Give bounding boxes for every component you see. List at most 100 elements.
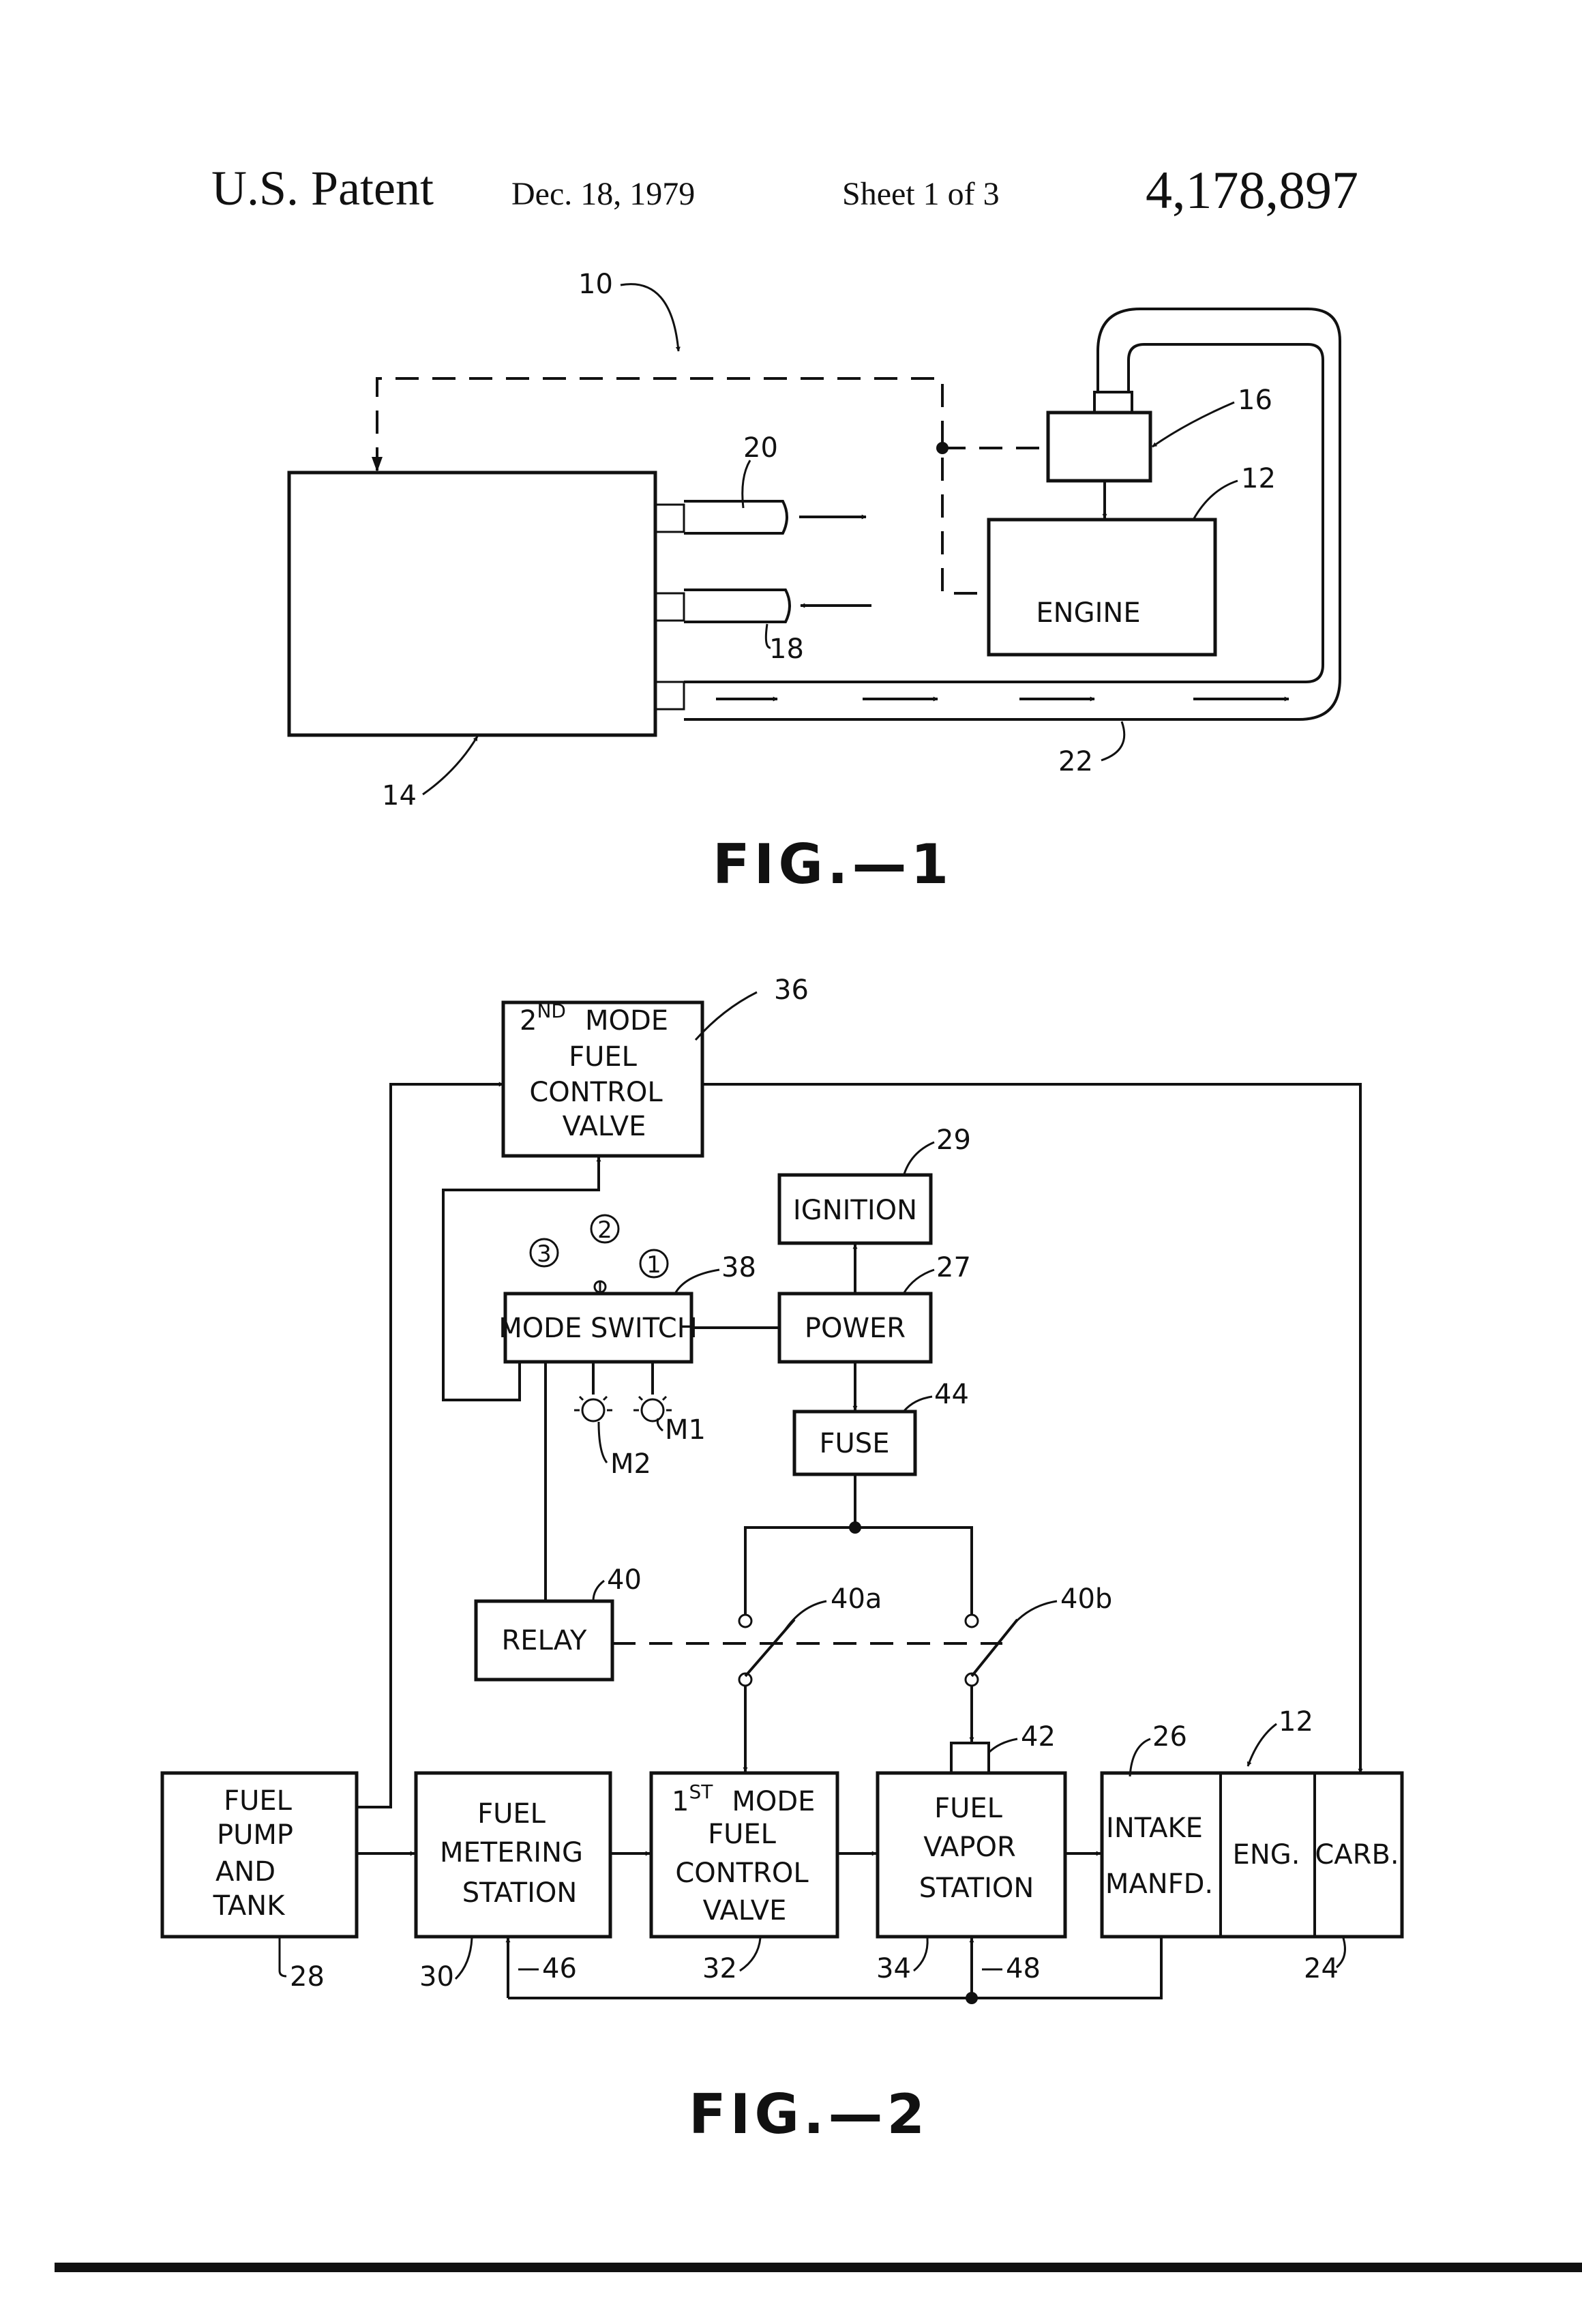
fig1-component-16 [1048,413,1150,481]
fig1-leader-22 [1101,721,1124,760]
fig1-stub-22 [655,682,684,709]
leader-44 [904,1397,932,1412]
vapor-line-2: VAPOR [923,1832,1016,1863]
lamp-m1 [642,1399,663,1421]
position-label-3: 3 [537,1240,552,1268]
ignition-label: IGNITION [793,1195,917,1226]
vapor-line-1: FUEL [934,1793,1003,1824]
patent-title: U.S. Patent [211,161,434,215]
leader-36 [696,992,757,1040]
fig1-pipe-20 [684,501,787,533]
ref-42: 42 [1021,1721,1056,1753]
fuel-pump-line-2: PUMP [217,1819,293,1851]
figure-1: ENGINE 10 20 18 16 12 22 14 FIG.—1 [289,269,1340,896]
position-label-1: 1 [646,1251,661,1279]
metering-line-2: METERING [440,1837,583,1868]
fig1-ref-18: 18 [769,634,804,665]
leader-40b [1008,1601,1057,1631]
line-second-valve-to-carb [702,1084,1360,1773]
ref-26: 26 [1152,1721,1187,1753]
ref-32: 32 [702,1953,737,1984]
vapor-station-valve-42 [951,1743,989,1773]
fig1-caption: FIG.—1 [713,833,953,896]
fig1-leader-10 [621,284,678,351]
fig1-control-arrowhead [372,457,383,472]
ref-30: 30 [419,1961,454,1993]
fig2-caption: FIG.—2 [689,2083,929,2146]
fig1-ref-20: 20 [743,432,778,464]
fig1-engine-label: ENGINE [1036,597,1140,629]
fig1-leader-12 [1193,481,1238,520]
leader-26 [1130,1739,1150,1776]
fig1-tube-22-inner [684,344,1323,682]
metering-line-3: STATION [462,1877,578,1909]
carb-label: CARB. [1315,1839,1399,1871]
fig1-junction-dot [936,442,949,454]
patent-header: U.S. Patent Dec. 18, 1979 Sheet 1 of 3 4… [211,160,1358,220]
ref-40b: 40b [1060,1583,1112,1615]
patent-date: Dec. 18, 1979 [511,176,695,212]
position-label-2: 2 [597,1217,612,1244]
leader-28 [280,1938,286,1976]
vapor-line-3: STATION [919,1873,1034,1904]
metering-line-1: FUEL [477,1798,546,1830]
leader-m2 [599,1422,607,1463]
second-mode-valve-line-3: CONTROL [529,1077,663,1108]
leader-34 [914,1938,927,1971]
ref-40: 40 [607,1564,642,1596]
ref-28: 28 [290,1961,325,1993]
eng-label: ENG. [1233,1839,1300,1871]
ref-36: 36 [774,974,809,1006]
figure-2: 2NDMODE FUEL CONTROL VALVE IGNITION MODE… [162,974,1402,2146]
leader-38 [675,1270,719,1294]
fig1-engine-box [989,520,1215,655]
fig1-ref-16: 16 [1238,385,1272,416]
intake-line-2: MANFD. [1105,1868,1213,1900]
leader-30 [456,1938,472,1979]
patent-number: 4,178,897 [1146,160,1358,220]
fig1-leader-14 [423,736,477,794]
switch-40a-top-contact [739,1615,751,1627]
ref-40a: 40a [831,1583,882,1615]
fig1-neck-16 [1094,392,1132,413]
first-mode-valve-line-3: CONTROL [675,1858,809,1889]
relay-label: RELAY [502,1625,588,1656]
line-switch-to-second-valve [443,1157,599,1400]
fig1-stub-18 [655,593,684,621]
ref-38: 38 [721,1252,756,1283]
fig1-unit-14 [289,473,655,735]
ref-46: 46 [542,1953,577,1984]
leader-40 [593,1581,604,1601]
first-mode-valve-line-4: VALVE [703,1895,787,1926]
lamp-m2-label: M2 [610,1448,651,1480]
ref-24: 24 [1304,1953,1339,1984]
ref-48: 48 [1006,1953,1041,1984]
leader-40a [784,1601,826,1631]
fuel-pump-line-4: TANK [213,1890,286,1922]
leader-27 [904,1270,934,1294]
fig1-ref-22: 22 [1058,746,1093,777]
leader-32 [740,1938,760,1971]
fuel-pump-line-3: AND [215,1856,275,1888]
vacuum-return-line [508,1937,1161,1998]
second-mode-valve-label: 2NDMODE [520,1000,668,1037]
first-mode-valve-label: 1STMODE [672,1781,815,1817]
ref-44: 44 [934,1379,969,1410]
switch-40b-top-contact [966,1615,978,1627]
first-mode-valve-line-2: FUEL [708,1819,777,1850]
intake-line-1: INTAKE [1106,1813,1203,1844]
mode-switch-label: MODE SWITCH [498,1313,698,1344]
ref-29: 29 [936,1124,971,1156]
power-label: POWER [805,1313,906,1344]
fig1-ref-10: 10 [578,269,613,300]
fig1-ref-12: 12 [1241,463,1276,494]
second-mode-valve-line-2: FUEL [569,1041,638,1073]
second-mode-valve-line-4: VALVE [563,1111,646,1142]
fig1-pipe-18 [684,590,790,622]
fuel-pump-line-1: FUEL [224,1785,293,1817]
sheet-bottom-border [55,2263,1582,2272]
ref-27: 27 [936,1252,971,1283]
leader-29 [904,1142,934,1176]
ref-12: 12 [1279,1706,1313,1738]
